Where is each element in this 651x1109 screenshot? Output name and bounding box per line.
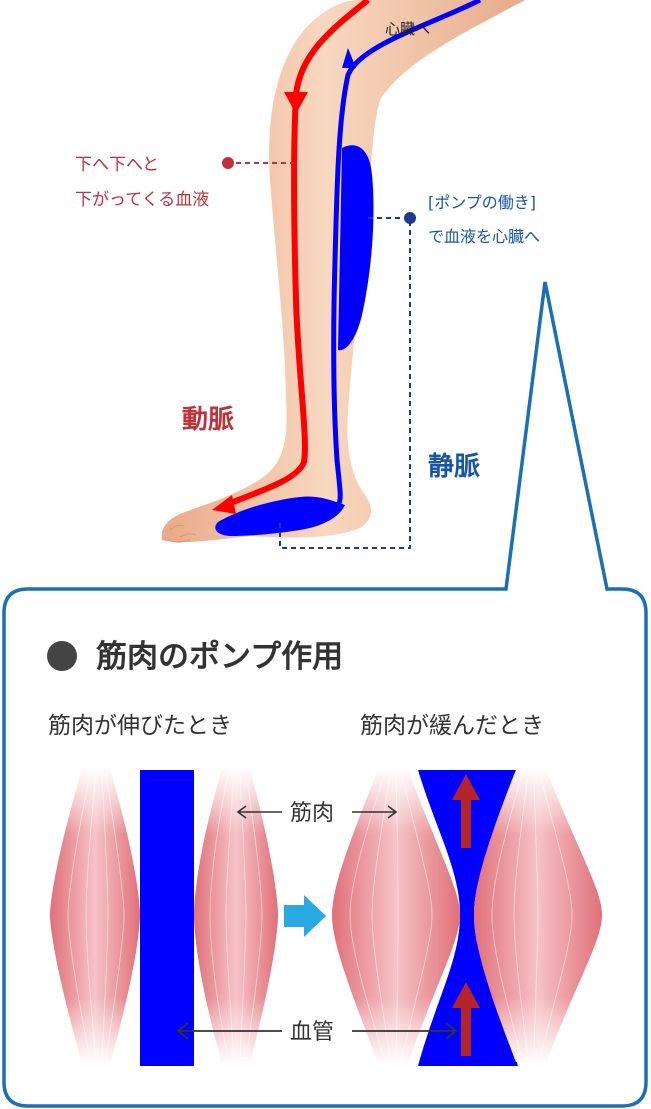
flow-arrow-bottom: [452, 982, 480, 1056]
vein-label: 静脈: [428, 451, 480, 482]
pump-leader-line: [279, 217, 411, 549]
vein-line: [331, 0, 482, 507]
flow-arrow-top: [452, 774, 480, 848]
vessel-annotation: 血管: [176, 1013, 458, 1047]
artery-line: [223, 0, 370, 508]
artery-foot-arrow-head: [212, 495, 236, 514]
relaxed-heading: 筋肉が緩んだとき: [360, 713, 544, 739]
pump-leader-dot: [404, 212, 416, 224]
title-bullet: [47, 641, 77, 671]
muscle-left-1: [50, 770, 140, 1062]
muscle-annotation: 筋肉: [236, 794, 398, 828]
panel-title: 筋肉のポンプ作用: [96, 639, 343, 675]
stretched-heading: 筋肉が伸びたとき: [48, 713, 232, 739]
vein-up-arrow-head: [342, 48, 356, 68]
muscle-left-2: [194, 770, 278, 1062]
pump-label-line2: で血液を心臓へ: [428, 227, 540, 246]
muscle-label: 筋肉: [290, 801, 334, 826]
toes: [167, 524, 197, 543]
pump-label-line1: [ポンプの働き]: [428, 193, 536, 212]
calf-vein-pool: [338, 145, 374, 351]
downward-label-line2: 下がってくる血液: [75, 190, 209, 210]
muscle-right-2: [474, 770, 602, 1062]
vein: [215, 0, 482, 536]
muscle-right-1: [332, 770, 460, 1062]
relaxed-state: [332, 770, 602, 1066]
artery: [212, 0, 370, 514]
artery-down-arrow-head: [284, 92, 308, 114]
vessel-label: 血管: [290, 1020, 334, 1045]
vessel-relaxed: [418, 770, 518, 1066]
artery-label: 動脈: [182, 405, 234, 435]
downward-label-line1: 下へ下へと: [75, 155, 159, 175]
vessel-stretched: [140, 770, 194, 1066]
downward-leader-dot: [222, 157, 234, 169]
transition-arrow: [284, 895, 326, 937]
foot-vein-pool: [215, 496, 345, 536]
stretched-state: [50, 770, 278, 1066]
to-heart-label: 心臓へ: [385, 20, 430, 38]
